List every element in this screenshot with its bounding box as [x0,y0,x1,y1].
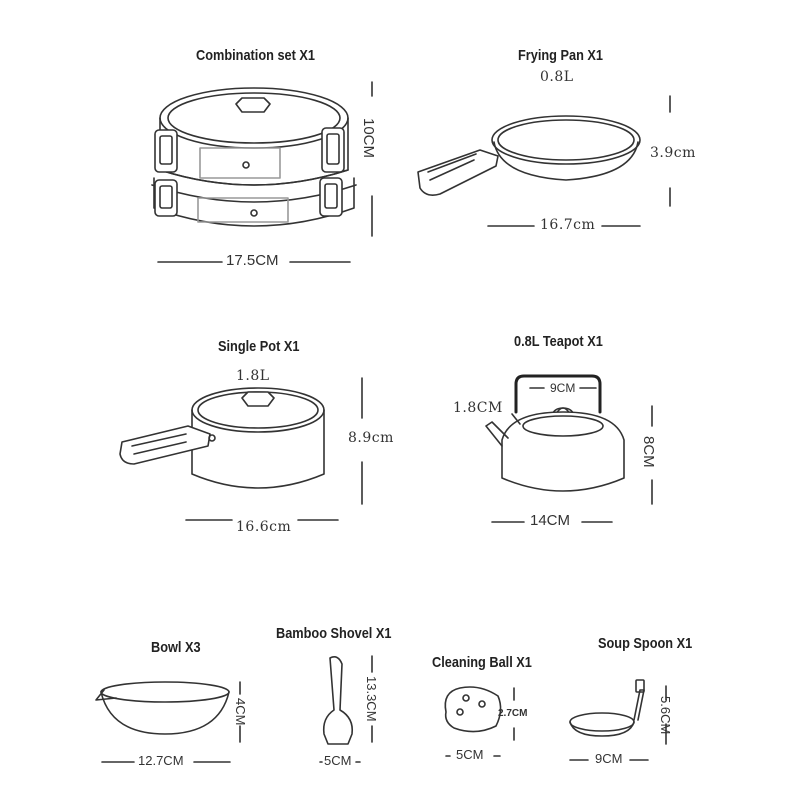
frying-pan-width: 16.7cm [540,217,596,233]
bowl-title: Bowl X3 [151,639,201,656]
teapot-height: 8CM [640,436,657,468]
combination-set-drawing [151,81,373,263]
combination-set-width: 17.5CM [226,252,279,269]
bowl-drawing [95,681,241,763]
soup-spoon-height: 5.6CM [658,696,673,735]
teapot-width: 14CM [530,512,571,529]
teapot-spout-dimension: 1.8CM [453,400,503,416]
bamboo-shovel-title: Bamboo Shovel X1 [276,625,392,642]
soup-spoon-drawing [569,679,667,761]
combination-set-height: 10CM [360,118,377,159]
cleaning-ball-height: 2.7CM [498,708,528,719]
single-pot-width: 16.6cm [236,519,292,535]
teapot-handle-dimension: 9CM [550,381,576,395]
single-pot-title: Single Pot X1 [218,338,300,355]
cleaning-ball-drawing [444,686,515,757]
single-pot-capacity: 1.8L [236,368,270,384]
cleaning-ball-width: 5CM [456,747,484,762]
cleaning-ball-title: Cleaning Ball X1 [432,654,532,671]
single-pot-height: 8.9cm [348,430,394,446]
combination-set-title: Combination set X1 [196,47,316,64]
bamboo-shovel-height: 13.3CM [364,676,379,722]
frying-pan-drawing [417,95,671,227]
bowl-height: 4CM [233,698,248,726]
teapot-title: 0.8L Teapot X1 [514,333,603,350]
frying-pan-title: Frying Pan X1 [518,47,604,64]
single-pot-drawing [119,377,363,521]
bamboo-shovel-drawing [319,655,373,763]
frying-pan-height: 3.9cm [650,145,696,161]
soup-spoon-width: 9CM [595,751,623,766]
soup-spoon-title: Soup Spoon X1 [598,635,693,652]
bamboo-shovel-width: 5CM [324,753,352,768]
frying-pan-capacity: 0.8L [540,69,574,85]
bowl-width: 12.7CM [138,753,184,768]
teapot-drawing [485,374,653,523]
